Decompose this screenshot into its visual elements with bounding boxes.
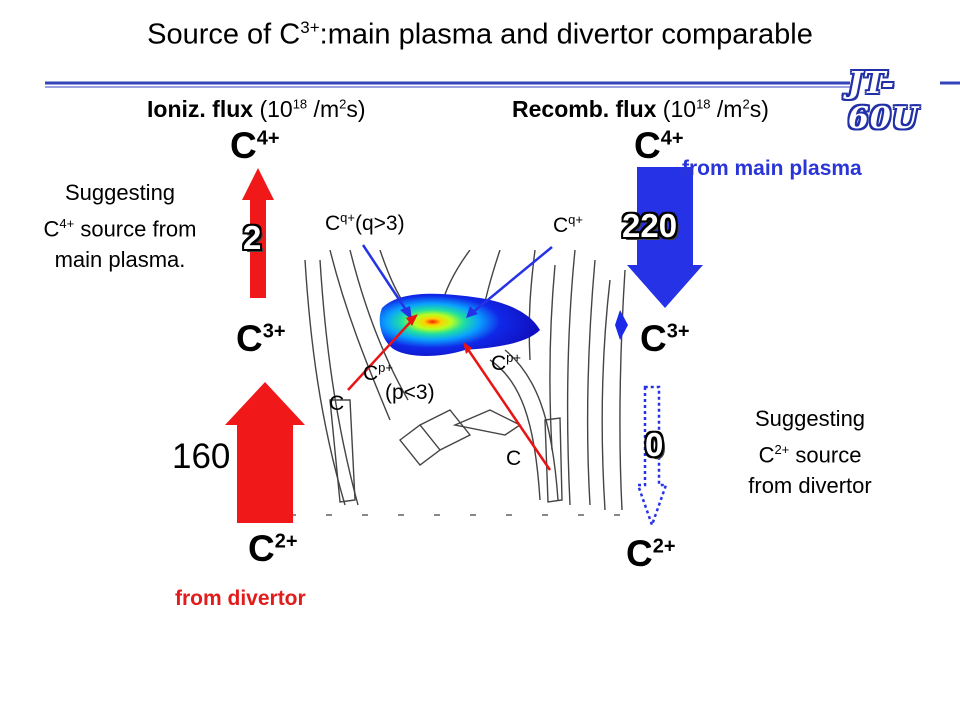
left-c3-label: C3+ <box>236 318 286 359</box>
divertor-cross-section <box>290 250 635 516</box>
page-title: Source of C3+:main plasma and divertor c… <box>147 18 813 51</box>
left-c2-label: C2+ <box>248 528 298 569</box>
right-c2-label: C2+ <box>626 533 676 574</box>
cp-left-label: Cp+ <box>363 360 393 385</box>
ioniz-arrow-c3-to-c4 <box>242 168 274 298</box>
left-note: Suggesting C4+ source from main plasma. <box>43 180 197 273</box>
right-note: Suggesting C2+ source from divertor <box>748 406 872 499</box>
c-left-label: C <box>329 392 345 415</box>
ioniz-value-c3-c4: 2 <box>243 219 262 256</box>
recomb-value-c3-c2: 0 <box>645 426 664 463</box>
right-c3-label: C3+ <box>640 318 690 359</box>
from-main-plasma-label: from main plasma <box>682 157 862 180</box>
ioniz-value-c2-c3: 160 <box>172 437 231 476</box>
pointer-lines <box>347 244 553 471</box>
ioniz-arrow-c2-to-c3 <box>225 382 305 523</box>
c-right-label: C <box>506 447 522 470</box>
recomb-flux-header: Recomb. flux (1018 /m2s) <box>512 96 769 122</box>
cp-right-label: Cp+ <box>491 350 521 375</box>
recomb-value-c4-c3: 220 <box>622 207 678 244</box>
title-rule <box>45 81 960 88</box>
right-c4-label: C4+ <box>634 125 684 166</box>
p-condition-label: (p<3) <box>385 381 435 404</box>
from-divertor-label: from divertor <box>175 587 306 610</box>
recomb-arrow-c3-to-c2 <box>637 385 667 529</box>
cq-right-label: Cq+ <box>553 212 583 237</box>
left-c4-label: C4+ <box>230 125 280 166</box>
cq-left-label: Cq+(q>3) <box>325 210 405 235</box>
recomb-arrow-c4-to-c3 <box>627 167 703 308</box>
ioniz-flux-header: Ioniz. flux (1018 /m2s) <box>147 96 366 122</box>
jt60u-logo: JT-60U <box>848 66 919 136</box>
